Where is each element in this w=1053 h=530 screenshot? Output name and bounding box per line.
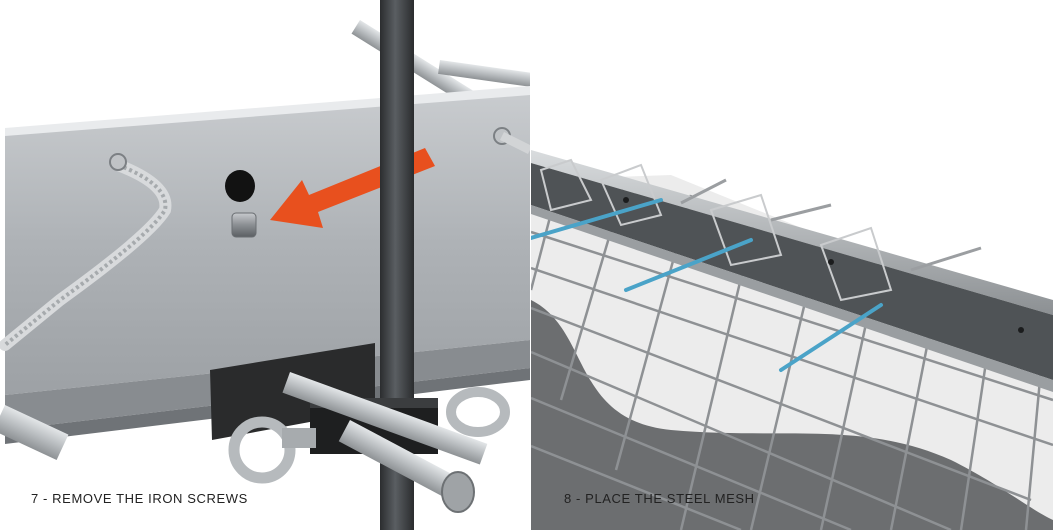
rebar-hook (0, 153, 172, 351)
blue-mesh-bars (531, 198, 883, 372)
rebar-end (493, 127, 530, 155)
concrete-shadow (531, 300, 1053, 530)
step-7-panel: 7 - REMOVE THE IRON SCREWS (0, 0, 530, 530)
eye-bolt-left (228, 416, 316, 484)
step-7-photo (0, 0, 530, 530)
stirrups (539, 158, 893, 302)
edge-rail (531, 150, 1053, 392)
step-7-caption: 7 - REMOVE THE IRON SCREWS (31, 491, 248, 506)
step-8-caption: 8 - PLACE THE STEEL MESH (564, 491, 755, 506)
lower-pipe (0, 405, 69, 460)
clamp-bolt (282, 372, 488, 513)
iron-screw (225, 170, 257, 238)
step-8-panel: 8 - PLACE THE STEEL MESH (531, 0, 1053, 530)
step-8-render (531, 150, 1053, 530)
eye-bolt-right (446, 387, 510, 437)
rail-holes (623, 197, 1024, 333)
anchor-spikes (680, 178, 982, 272)
